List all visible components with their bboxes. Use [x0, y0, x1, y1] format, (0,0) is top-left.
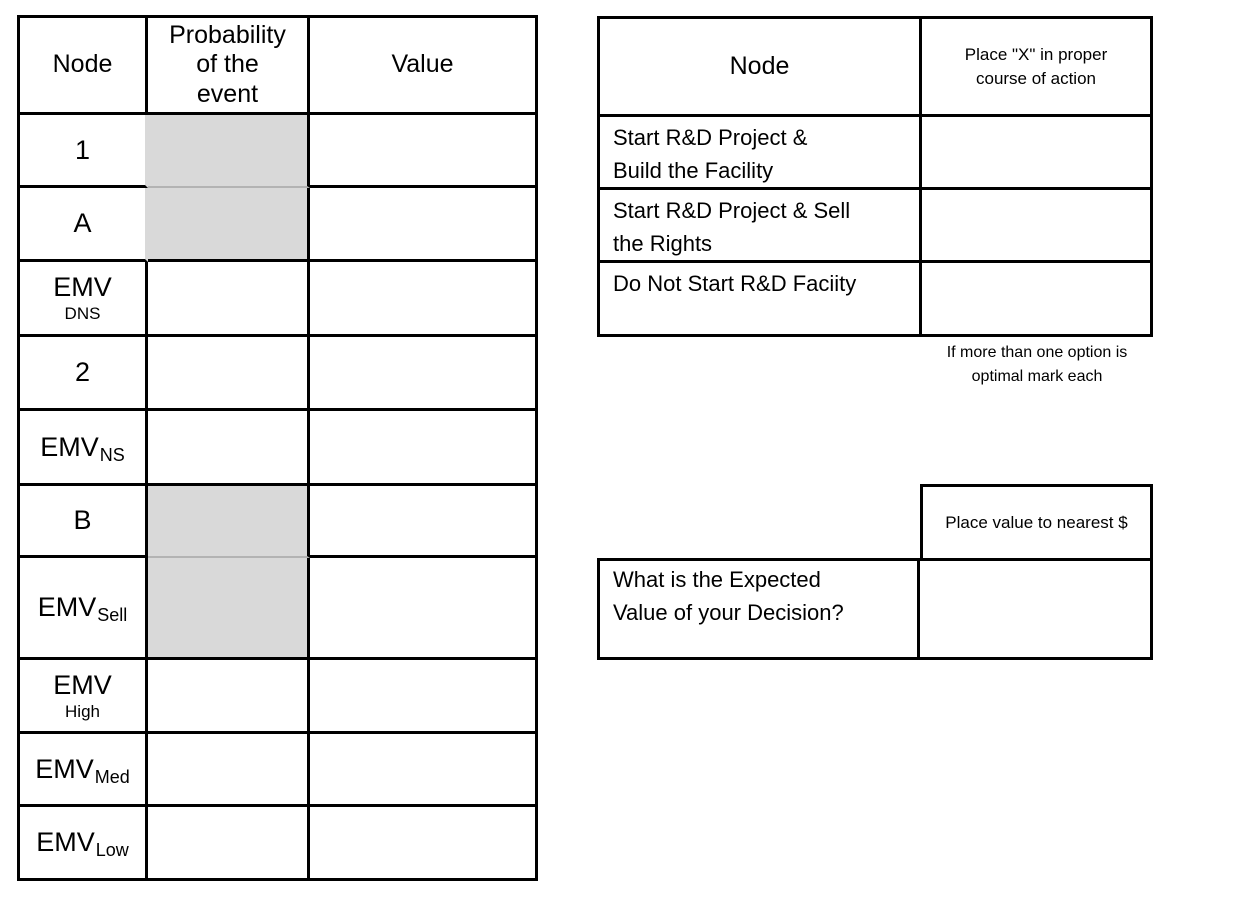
expected-value-header: Place value to nearest $: [920, 484, 1153, 558]
probability-header-label: Probability of the event: [169, 20, 286, 108]
node-label-A: A: [20, 188, 148, 262]
probability-cell-emv-ns[interactable]: [148, 411, 310, 486]
value-header-label: Value: [391, 50, 454, 79]
expected-value-answer-cell[interactable]: [920, 558, 1153, 660]
course-of-action-table: Node Place "X" in proper course of actio…: [597, 16, 1153, 337]
node-label-emv-dns: EMV DNS: [20, 262, 148, 337]
decision-footnote: If more than one option is optimal mark …: [946, 344, 1128, 385]
mark-cell-do-not-start[interactable]: [922, 263, 1150, 334]
value-cell-emv-low[interactable]: [310, 807, 535, 878]
decision-action-header: Place "X" in proper course of action: [922, 19, 1150, 117]
value-cell-emv-high[interactable]: [310, 660, 535, 734]
option-build-label: Start R&D Project & Build the Facility: [600, 117, 922, 190]
node-label-1: 1: [20, 115, 148, 188]
node-label-emv-high: EMV High: [20, 660, 148, 734]
probability-cell-emv-med[interactable]: [148, 734, 310, 807]
probability-column-header: Probability of the event: [148, 18, 310, 115]
mark-cell-build[interactable]: [922, 117, 1150, 190]
value-cell-emv-ns[interactable]: [310, 411, 535, 486]
value-cell-B[interactable]: [310, 486, 535, 558]
node-column-header: Node: [20, 18, 148, 115]
mark-cell-sell[interactable]: [922, 190, 1150, 263]
value-column-header: Value: [310, 18, 535, 115]
node-label-emv-low: EMVLow: [20, 807, 148, 878]
option-do-not-start-label: Do Not Start R&D Faciity: [600, 263, 922, 334]
probability-cell-A: [148, 188, 310, 262]
value-cell-emv-dns[interactable]: [310, 262, 535, 337]
probability-cell-1: [148, 115, 310, 188]
node-label-emv-med: EMVMed: [20, 734, 148, 807]
probability-cell-emv-high[interactable]: [148, 660, 310, 734]
value-cell-2[interactable]: [310, 337, 535, 411]
decision-node-header: Node: [600, 19, 922, 117]
emv-worksheet-table: Node Probability of the event Value 1 A …: [17, 15, 538, 881]
expected-value-question: What is the Expected Value of your Decis…: [597, 558, 920, 660]
probability-cell-B: [148, 486, 310, 558]
expected-value-table: Place value to nearest $ What is the Exp…: [597, 484, 1153, 660]
value-cell-1[interactable]: [310, 115, 535, 188]
option-sell-label: Start R&D Project & Sell the Rights: [600, 190, 922, 263]
node-label-emv-ns: EMVNS: [20, 411, 148, 486]
probability-cell-emv-dns[interactable]: [148, 262, 310, 337]
probability-cell-emv-low[interactable]: [148, 807, 310, 878]
node-label-emv-sell: EMVSell: [20, 558, 148, 660]
probability-cell-emv-sell: [148, 558, 310, 660]
node-label-B: B: [20, 486, 148, 558]
value-cell-emv-med[interactable]: [310, 734, 535, 807]
value-cell-emv-sell[interactable]: [310, 558, 535, 660]
value-cell-A[interactable]: [310, 188, 535, 262]
node-header-label: Node: [52, 50, 113, 79]
probability-cell-2[interactable]: [148, 337, 310, 411]
node-label-2: 2: [20, 337, 148, 411]
